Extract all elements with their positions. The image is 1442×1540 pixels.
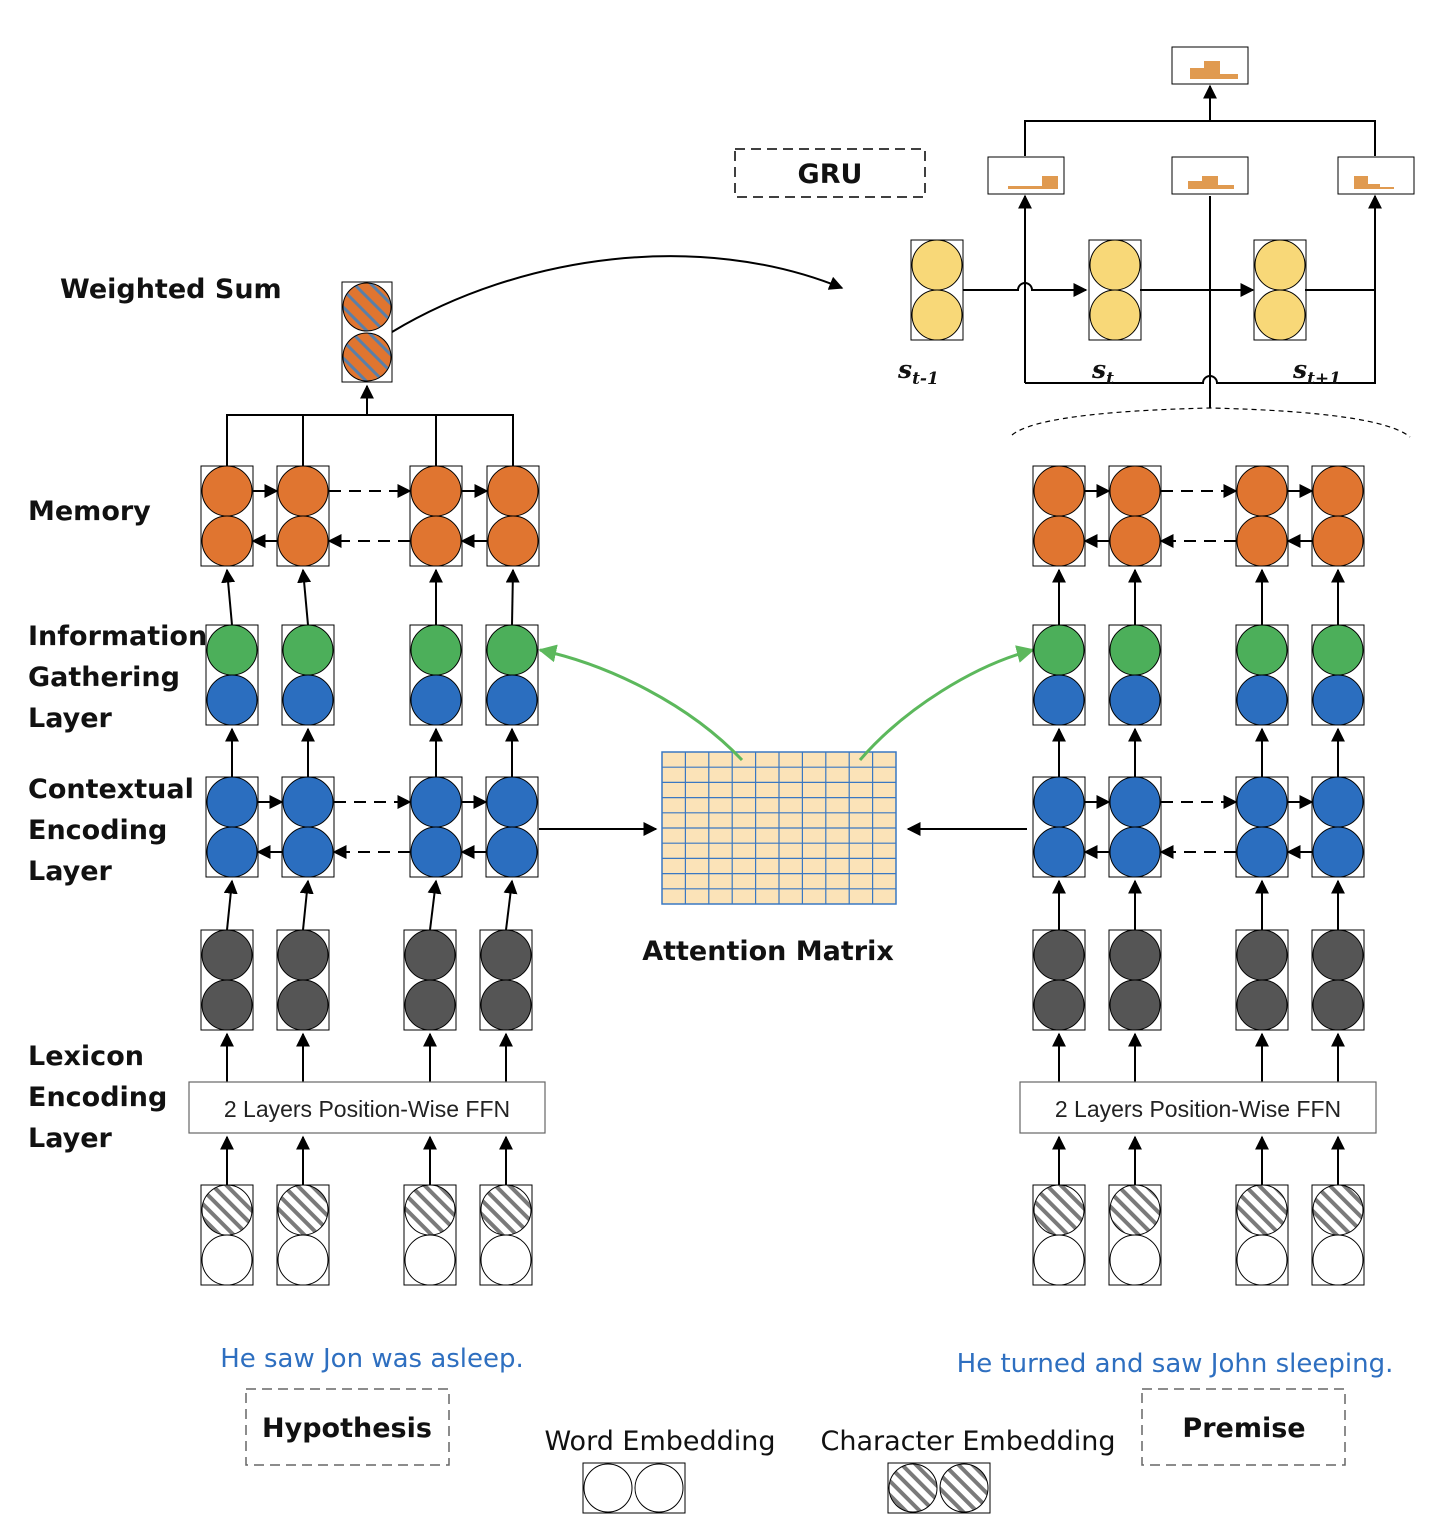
gru-legend-box: GRU: [734, 148, 926, 198]
gru-connections: [963, 84, 1382, 408]
hypothesis-sentence: He saw Jon was asleep.: [220, 1344, 524, 1374]
info-gathering-label-1: Information: [28, 621, 207, 652]
connection-arrow: [297, 568, 312, 626]
premise-embedding-node-4: [1311, 1184, 1365, 1286]
gru-state-t: [1088, 239, 1142, 341]
ffn-right-label: 2 Layers Position-Wise FFN: [1055, 1096, 1341, 1122]
character-embedding-label: Character Embedding: [820, 1426, 1115, 1457]
hypothesis-encoder: [200, 465, 540, 1286]
hypothesis-legend-box: Hypothesis: [245, 1388, 450, 1466]
lexicon-encoding-label-1: Lexicon: [28, 1041, 144, 1072]
lexicon-encoding-label-2: Encoding: [28, 1082, 167, 1113]
weighted-sum-to-gru-arrow: [391, 255, 844, 333]
gru-label: GRU: [798, 159, 863, 190]
distribution-t-minus-1: [987, 156, 1065, 195]
contextual-encoding-label-3: Layer: [28, 856, 113, 887]
premise-memory-node-1: [1032, 465, 1086, 567]
distribution-final: [1171, 46, 1249, 85]
attention-to-right-gathering-arrow: [858, 645, 1035, 761]
attention-matrix-label: Attention Matrix: [642, 936, 894, 967]
gru-state-t-plus-1: [1253, 239, 1307, 341]
premise-gathering-node-3: [1235, 624, 1289, 726]
hypothesis-lexicon-node-3: [403, 929, 457, 1031]
premise-gathering-node-4: [1311, 624, 1365, 726]
output-distributions: [987, 46, 1415, 195]
state-label-t-plus-1: st+1: [1292, 355, 1341, 389]
left-memory-aggregation-lines: [226, 384, 514, 466]
hypothesis-contextual-node-4: [485, 776, 539, 878]
premise-memory-node-4: [1311, 465, 1365, 567]
premise-gathering-node-1: [1032, 624, 1086, 726]
premise-gathering-node-2: [1108, 624, 1162, 726]
contextual-encoding-label-2: Encoding: [28, 815, 167, 846]
distribution-t-plus-1: [1337, 156, 1415, 195]
hypothesis-embedding-node-2: [276, 1184, 330, 1286]
hypothesis-gathering-node-1: [205, 624, 259, 726]
weighted-sum-node: [341, 281, 393, 383]
connection-arrow: [221, 568, 236, 626]
attention-to-left-gathering-arrow: [538, 644, 744, 762]
hypothesis-embedding-node-1: [200, 1184, 254, 1286]
connection-arrow: [427, 879, 442, 931]
info-gathering-label-2: Gathering: [28, 662, 180, 693]
ffn-box-right: 2 Layers Position-Wise FFN: [1019, 1081, 1377, 1134]
premise-memory-node-3: [1235, 465, 1289, 567]
hypothesis-label: Hypothesis: [262, 1413, 432, 1444]
word-embedding-label: Word Embedding: [544, 1426, 775, 1457]
hypothesis-embedding-node-3: [403, 1184, 457, 1286]
lexicon-encoding-label-3: Layer: [28, 1123, 113, 1154]
connection-arrow: [223, 879, 238, 931]
premise-contextual-node-4: [1311, 776, 1365, 878]
connection-arrow: [505, 568, 520, 626]
ffn-box-left: 2 Layers Position-Wise FFN: [188, 1081, 546, 1134]
connection-arrow: [299, 879, 314, 931]
premise-sentence: He turned and saw John sleeping.: [957, 1349, 1394, 1379]
info-gathering-label-3: Layer: [28, 703, 113, 734]
distribution-t: [1171, 156, 1249, 195]
hypothesis-gathering-node-3: [409, 624, 463, 726]
state-label-t-minus-1: st-1: [897, 355, 939, 389]
premise-embedding-node-1: [1032, 1184, 1086, 1286]
premise-embedding-node-3: [1235, 1184, 1289, 1286]
character-embedding-legend-icon: [887, 1462, 991, 1514]
hypothesis-contextual-node-1: [205, 776, 259, 878]
premise-contextual-node-2: [1108, 776, 1162, 878]
word-embedding-legend-icon: [582, 1462, 686, 1514]
premise-contextual-node-1: [1032, 776, 1086, 878]
premise-memory-node-2: [1108, 465, 1162, 567]
premise-lexicon-node-3: [1235, 929, 1289, 1031]
premise-legend-box: Premise: [1141, 1388, 1346, 1466]
hypothesis-memory-node-4: [486, 465, 540, 567]
gru-state-t-minus-1: [910, 239, 964, 341]
hypothesis-lexicon-node-2: [276, 929, 330, 1031]
premise-lexicon-node-2: [1108, 929, 1162, 1031]
hypothesis-lexicon-node-1: [200, 929, 254, 1031]
gru-states: [910, 239, 1307, 341]
hypothesis-contextual-node-2: [281, 776, 335, 878]
premise-lexicon-node-1: [1032, 929, 1086, 1031]
hypothesis-lexicon-node-4: [479, 929, 533, 1031]
premise-lexicon-node-4: [1311, 929, 1365, 1031]
hypothesis-contextual-node-3: [409, 776, 463, 878]
weighted-sum-label: Weighted Sum: [60, 274, 282, 305]
connection-arrow: [503, 879, 518, 931]
state-label-t: st: [1091, 355, 1114, 389]
hypothesis-embedding-node-4: [479, 1184, 533, 1286]
attention-matrix: [661, 751, 897, 905]
hypothesis-memory-node-1: [200, 465, 254, 567]
memory-label: Memory: [28, 496, 151, 527]
premise-memory-brace: [1011, 407, 1411, 438]
premise-embedding-node-2: [1108, 1184, 1162, 1286]
premise-contextual-node-3: [1235, 776, 1289, 878]
contextual-encoding-label-1: Contextual: [28, 774, 194, 805]
hypothesis-memory-node-2: [276, 465, 330, 567]
hypothesis-gathering-node-2: [281, 624, 335, 726]
premise-encoder: [1032, 465, 1365, 1286]
hypothesis-gathering-node-4: [485, 624, 539, 726]
ffn-left-label: 2 Layers Position-Wise FFN: [224, 1096, 510, 1122]
premise-label: Premise: [1182, 1413, 1305, 1444]
hypothesis-memory-node-3: [409, 465, 463, 567]
